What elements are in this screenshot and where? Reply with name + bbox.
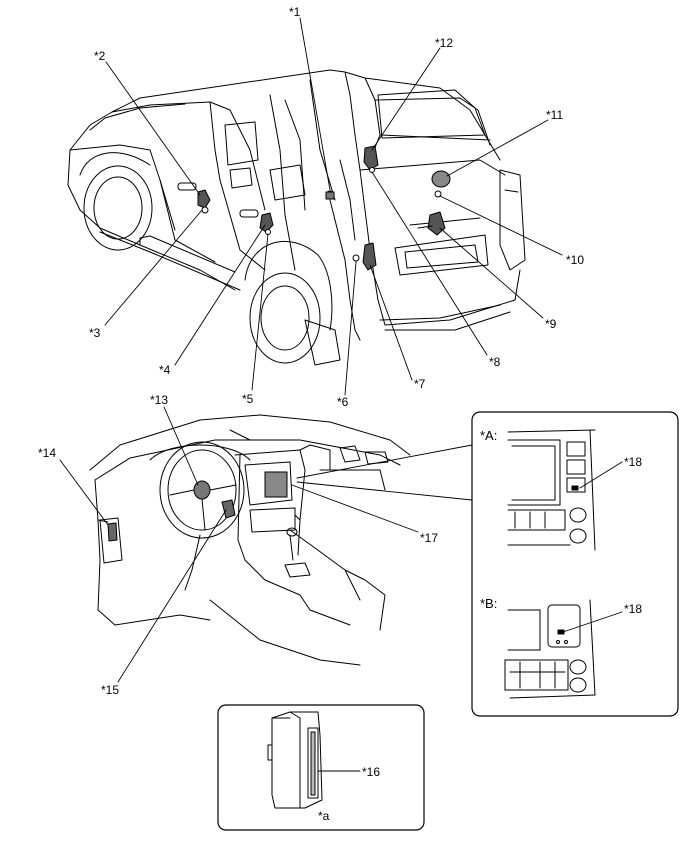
inset-a-caption: *a — [318, 809, 330, 823]
component-9-icon — [427, 211, 446, 236]
callout-15: *15 — [101, 683, 120, 697]
callout-13: *13 — [150, 393, 169, 407]
callout-10: *10 — [566, 253, 585, 267]
inset-a-title: *A: — [480, 428, 498, 443]
callout-5: *5 — [242, 392, 254, 406]
callout-11: *11 — [546, 108, 564, 122]
callout-1: *1 — [289, 5, 301, 19]
component-10-icon — [434, 190, 442, 198]
callout-6: *6 — [337, 395, 349, 409]
callout-8: *8 — [489, 355, 501, 369]
dashboard-outline — [89, 414, 411, 666]
component-2-icon — [197, 189, 211, 209]
callout-12: *12 — [435, 36, 454, 50]
component-7-icon — [362, 242, 377, 271]
inset-b-label-18: *18 — [624, 602, 643, 616]
callout-2: *2 — [94, 49, 106, 63]
leader-lines-dash — [59, 406, 419, 683]
callout-17: *17 — [420, 531, 439, 545]
inset-connector — [296, 444, 473, 501]
callout-7: *7 — [414, 377, 426, 391]
component-6-icon — [352, 254, 360, 262]
callout-9: *9 — [545, 317, 557, 331]
inset-ab-panel — [471, 411, 679, 717]
inset-a-panel — [217, 704, 425, 831]
inset-b-title: *B: — [480, 596, 498, 611]
component-11-icon — [431, 170, 451, 188]
leader-lines-top — [104, 17, 563, 396]
callout-4: *4 — [159, 363, 171, 377]
callout-3: *3 — [89, 326, 101, 340]
inset-a-label-18: *18 — [624, 455, 643, 469]
suv-outline — [67, 69, 526, 366]
component-3-icon — [201, 206, 209, 214]
callout-16: *16 — [362, 765, 381, 779]
callout-14: *14 — [38, 446, 57, 460]
component-12-icon — [363, 145, 379, 171]
